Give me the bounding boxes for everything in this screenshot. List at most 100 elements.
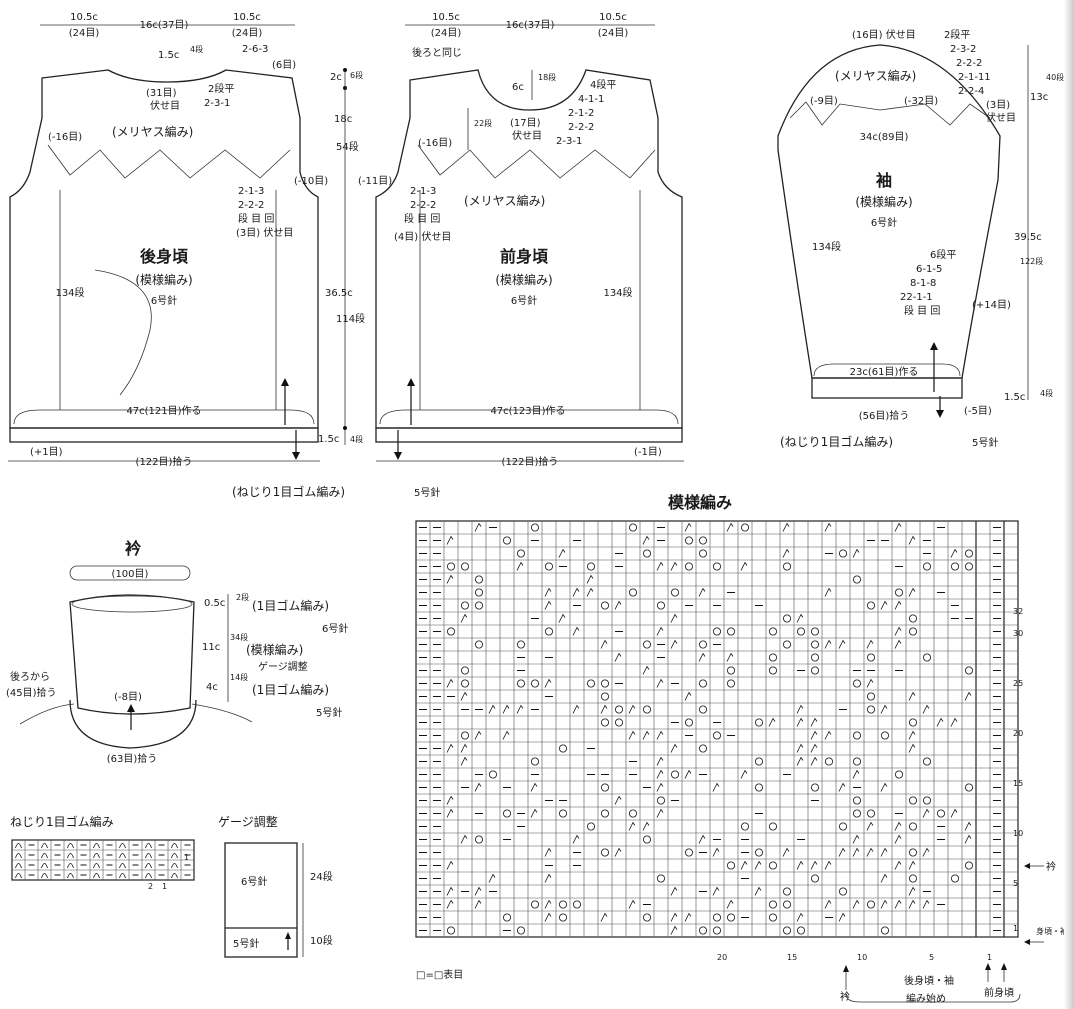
pattern-decrease — [782, 847, 790, 857]
pattern-yarn-over — [629, 809, 638, 818]
rib-twisted-knit — [15, 853, 22, 859]
pattern-decrease — [460, 691, 468, 701]
pattern-decrease — [908, 730, 916, 740]
pattern-yarn-over — [741, 523, 750, 532]
pattern-yarn-over — [629, 588, 638, 597]
front-top-width-center: 16c(37目) — [506, 20, 555, 31]
collar-pickup: (63目)拾う — [107, 752, 158, 765]
pattern-yarn-over — [517, 679, 526, 688]
pattern-decrease — [880, 782, 888, 792]
collar-side-arrow-head — [1024, 863, 1030, 869]
front-armhole-rule-2: 2-2-2 — [410, 200, 436, 211]
pattern-yarn-over — [909, 822, 918, 831]
pattern-decrease — [446, 899, 454, 909]
back-top-width-right: 10.5c — [233, 12, 261, 23]
pattern-decrease — [586, 574, 594, 584]
back-panel-outline — [9, 69, 319, 429]
pattern-decrease — [922, 704, 930, 714]
pattern-decrease — [572, 704, 580, 714]
collar-shoulder-line-right — [191, 703, 253, 723]
pattern-decrease — [810, 717, 818, 727]
pattern-yarn-over — [643, 705, 652, 714]
gauge-chart: ゲージ調整 6号針 24段 5号針 10段 — [218, 814, 333, 958]
sleeve-yoke-right: (-32目) — [904, 96, 938, 107]
front-needle: 6号針 — [511, 294, 537, 307]
pattern-decrease — [600, 912, 608, 922]
back-top-count-left: (24目) — [69, 28, 100, 39]
front-arrow-head — [407, 378, 415, 386]
pattern-yarn-over — [531, 757, 540, 766]
front-neck-rule-1: 4段平 — [590, 78, 616, 91]
sleeve-needle: 6号針 — [871, 216, 897, 229]
pattern-decrease — [824, 522, 832, 532]
collar-top-ring — [71, 595, 193, 613]
pattern-yarn-over — [685, 848, 694, 857]
rib-twisted-knit — [15, 873, 22, 879]
pattern-decrease — [824, 899, 832, 909]
pattern-yarn-over — [502, 809, 511, 818]
pattern-yarn-over — [531, 900, 540, 909]
front-ribbing-dec: (-1目) — [634, 447, 662, 458]
pattern-decrease — [516, 561, 524, 571]
pattern-yarn-over — [755, 783, 764, 792]
front-armhole-unit: 段 目 回 — [404, 212, 440, 225]
sleeve-cap-zigzag — [789, 101, 991, 126]
pattern-yarn-over — [601, 601, 610, 610]
pattern-decrease — [558, 548, 566, 558]
sleeve-title: 袖 — [876, 171, 892, 190]
pattern-yarn-over — [685, 562, 694, 571]
rib-twisted-knit — [171, 853, 178, 859]
center-body-rows: 114段 — [336, 312, 365, 325]
back-top-width-left: 10.5c — [70, 12, 98, 23]
pattern-decrease — [544, 847, 552, 857]
pattern-decrease — [656, 769, 664, 779]
pattern-decrease — [866, 639, 874, 649]
pattern-col-label-5: 5 — [929, 953, 934, 962]
pattern-yarn-over — [839, 887, 848, 896]
rib-twisted-knit — [41, 863, 48, 869]
pattern-row-label-10: 10 — [1013, 829, 1023, 838]
pattern-decrease — [544, 899, 552, 909]
pattern-decrease — [894, 600, 902, 610]
pattern-yarn-over — [446, 926, 455, 935]
pattern-decrease — [460, 756, 468, 766]
sleeve-inc-unit: 段 目 回 — [904, 304, 940, 317]
pattern-yarn-over — [909, 718, 918, 727]
sleeve-inc-rule-3: 8-1-8 — [910, 278, 936, 289]
front-armhole-rule-1: 2-1-3 — [410, 186, 436, 197]
pattern-yarn-over — [811, 640, 820, 649]
pattern-decrease — [894, 639, 902, 649]
pattern-col-label-15: 15 — [787, 953, 797, 962]
pattern-decrease — [796, 860, 804, 870]
pattern-yarn-over — [601, 679, 610, 688]
pattern-yarn-over — [713, 913, 722, 922]
pattern-decrease — [922, 847, 930, 857]
pattern-decrease — [964, 691, 972, 701]
pattern-yarn-over — [909, 874, 918, 883]
pattern-decrease — [656, 782, 664, 792]
pattern-decrease — [474, 899, 482, 909]
back-neck-dec-unit: (6目) — [272, 60, 296, 71]
pattern-yarn-over — [713, 562, 722, 571]
pattern-decrease — [908, 535, 916, 545]
pattern-yarn-over — [853, 809, 862, 818]
pattern-decrease — [628, 899, 636, 909]
rib-twisted-knit — [41, 853, 48, 859]
pattern-yarn-over — [769, 653, 778, 662]
front-yoke-zigzag — [417, 144, 656, 179]
back-title: 後身頃 — [140, 247, 189, 266]
pattern-decrease — [880, 704, 888, 714]
pattern-decrease — [642, 535, 650, 545]
pattern-yarn-over — [853, 796, 862, 805]
pattern-yarn-over — [502, 913, 511, 922]
back-neck-rows: 1.5c — [158, 50, 179, 61]
back-armhole-rule-2: 2-2-2 — [238, 200, 264, 211]
rib-chart-col-mark-1: 1 — [162, 882, 167, 891]
pattern-row-label-30: 30 — [1013, 629, 1023, 638]
back-ribbing-band — [9, 427, 319, 443]
collar-h1-label: (1目ゴム編み) — [252, 598, 329, 613]
pattern-yarn-over — [460, 601, 469, 610]
pattern-decrease — [754, 886, 762, 896]
pattern-decrease — [474, 782, 482, 792]
pattern-decrease — [880, 847, 888, 857]
